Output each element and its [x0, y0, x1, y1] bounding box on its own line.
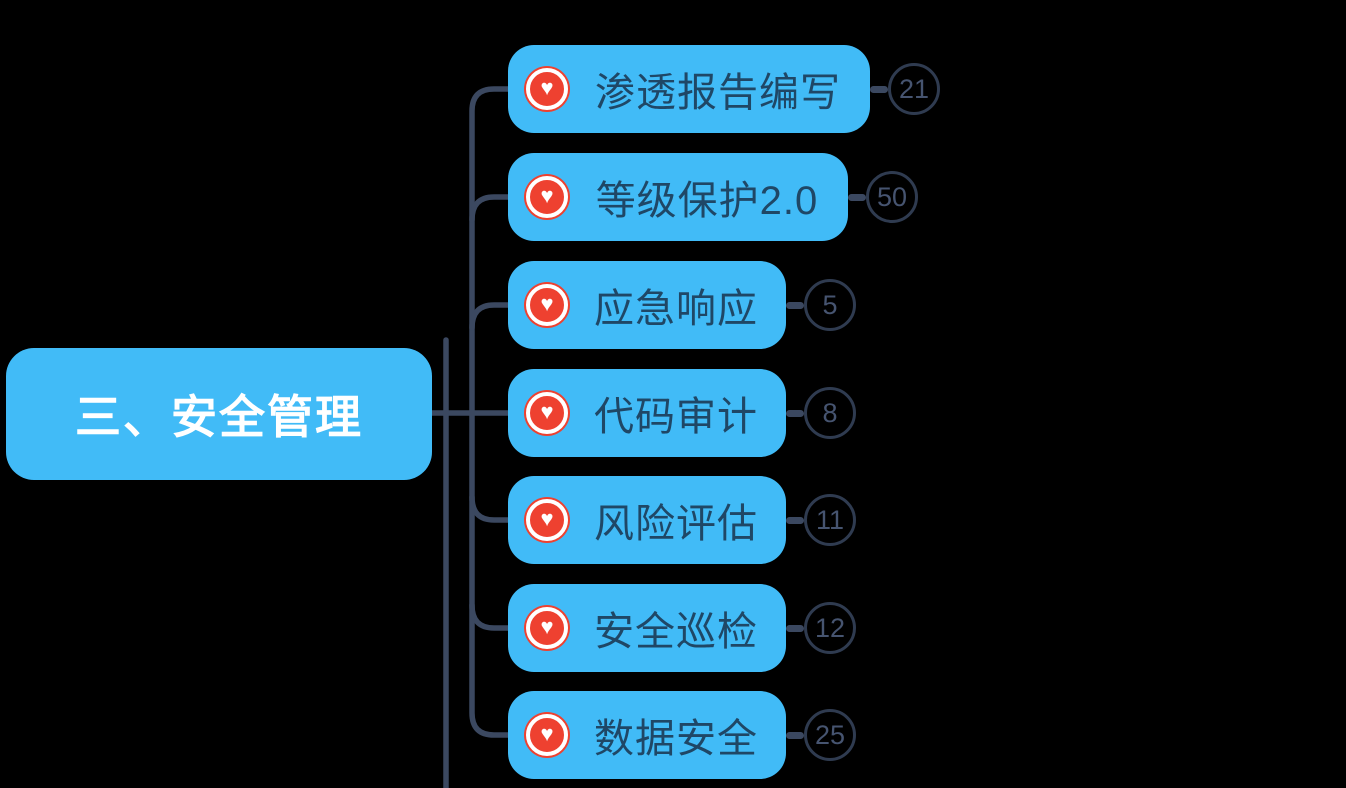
- heart-icon: ♥: [524, 390, 570, 436]
- badge-connector: [786, 301, 804, 309]
- heart-icon: ♥: [524, 497, 570, 543]
- branch-data-security: ♥ 数据安全 25: [508, 691, 856, 779]
- root-label: 三、安全管理: [75, 391, 363, 443]
- heart-icon: ♥: [524, 174, 570, 220]
- badge-connector: [848, 193, 866, 201]
- heart-glyph: ♥: [540, 183, 554, 208]
- heart-glyph: ♥: [540, 721, 554, 746]
- badge-connector: [870, 85, 888, 93]
- heart-glyph: ♥: [540, 506, 554, 531]
- heart-icon: ♥: [524, 712, 570, 758]
- badge-connector: [786, 409, 804, 417]
- node-label: 安全巡检: [594, 610, 758, 654]
- root-node[interactable]: 三、安全管理: [6, 348, 432, 480]
- node-data-security[interactable]: ♥ 数据安全: [508, 691, 786, 779]
- node-security-inspection[interactable]: ♥ 安全巡检: [508, 584, 786, 672]
- connector-branch-6: [469, 602, 511, 631]
- heart-icon: ♥: [524, 282, 570, 328]
- connector-branch-3: [469, 302, 511, 331]
- count-badge[interactable]: 5: [804, 279, 856, 331]
- badge-connector: [786, 516, 804, 524]
- count-badge[interactable]: 21: [888, 63, 940, 115]
- node-label: 数据安全: [594, 717, 758, 761]
- connector-branch-2: [469, 194, 511, 223]
- branch-pentest-report: ♥ 渗透报告编写 21: [508, 45, 940, 133]
- branch-risk-assessment: ♥ 风险评估 11: [508, 476, 856, 564]
- count-badge[interactable]: 25: [804, 709, 856, 761]
- count-badge[interactable]: 8: [804, 387, 856, 439]
- connector-branch-7: [469, 410, 511, 738]
- branch-security-inspection: ♥ 安全巡检 12: [508, 584, 856, 672]
- node-label: 风险评估: [594, 502, 758, 546]
- heart-glyph: ♥: [540, 291, 554, 316]
- node-pentest-report-writing[interactable]: ♥ 渗透报告编写: [508, 45, 870, 133]
- count-badge[interactable]: 11: [804, 494, 856, 546]
- heart-icon: ♥: [524, 66, 570, 112]
- branch-incident-response: ♥ 应急响应 5: [508, 261, 856, 349]
- count-badge[interactable]: 50: [866, 171, 918, 223]
- count-badge[interactable]: 12: [804, 602, 856, 654]
- node-graded-protection-2-0[interactable]: ♥ 等级保护2.0: [508, 153, 848, 241]
- node-code-audit[interactable]: ♥ 代码审计: [508, 369, 786, 457]
- node-label: 等级保护2.0: [595, 179, 819, 223]
- connector-branch-1: [469, 86, 511, 416]
- heart-glyph: ♥: [540, 75, 554, 100]
- branch-code-audit: ♥ 代码审计 8: [508, 369, 856, 457]
- heart-icon: ♥: [524, 605, 570, 651]
- heart-glyph: ♥: [540, 614, 554, 639]
- connector-branch-5: [469, 494, 511, 523]
- node-risk-assessment[interactable]: ♥ 风险评估: [508, 476, 786, 564]
- heart-glyph: ♥: [540, 399, 554, 424]
- node-label: 代码审计: [594, 395, 758, 439]
- badge-connector: [786, 624, 804, 632]
- node-label: 应急响应: [594, 287, 758, 331]
- branch-graded-protection: ♥ 等级保护2.0 50: [508, 153, 918, 241]
- node-incident-response[interactable]: ♥ 应急响应: [508, 261, 786, 349]
- node-label: 渗透报告编写: [595, 71, 841, 115]
- badge-connector: [786, 731, 804, 739]
